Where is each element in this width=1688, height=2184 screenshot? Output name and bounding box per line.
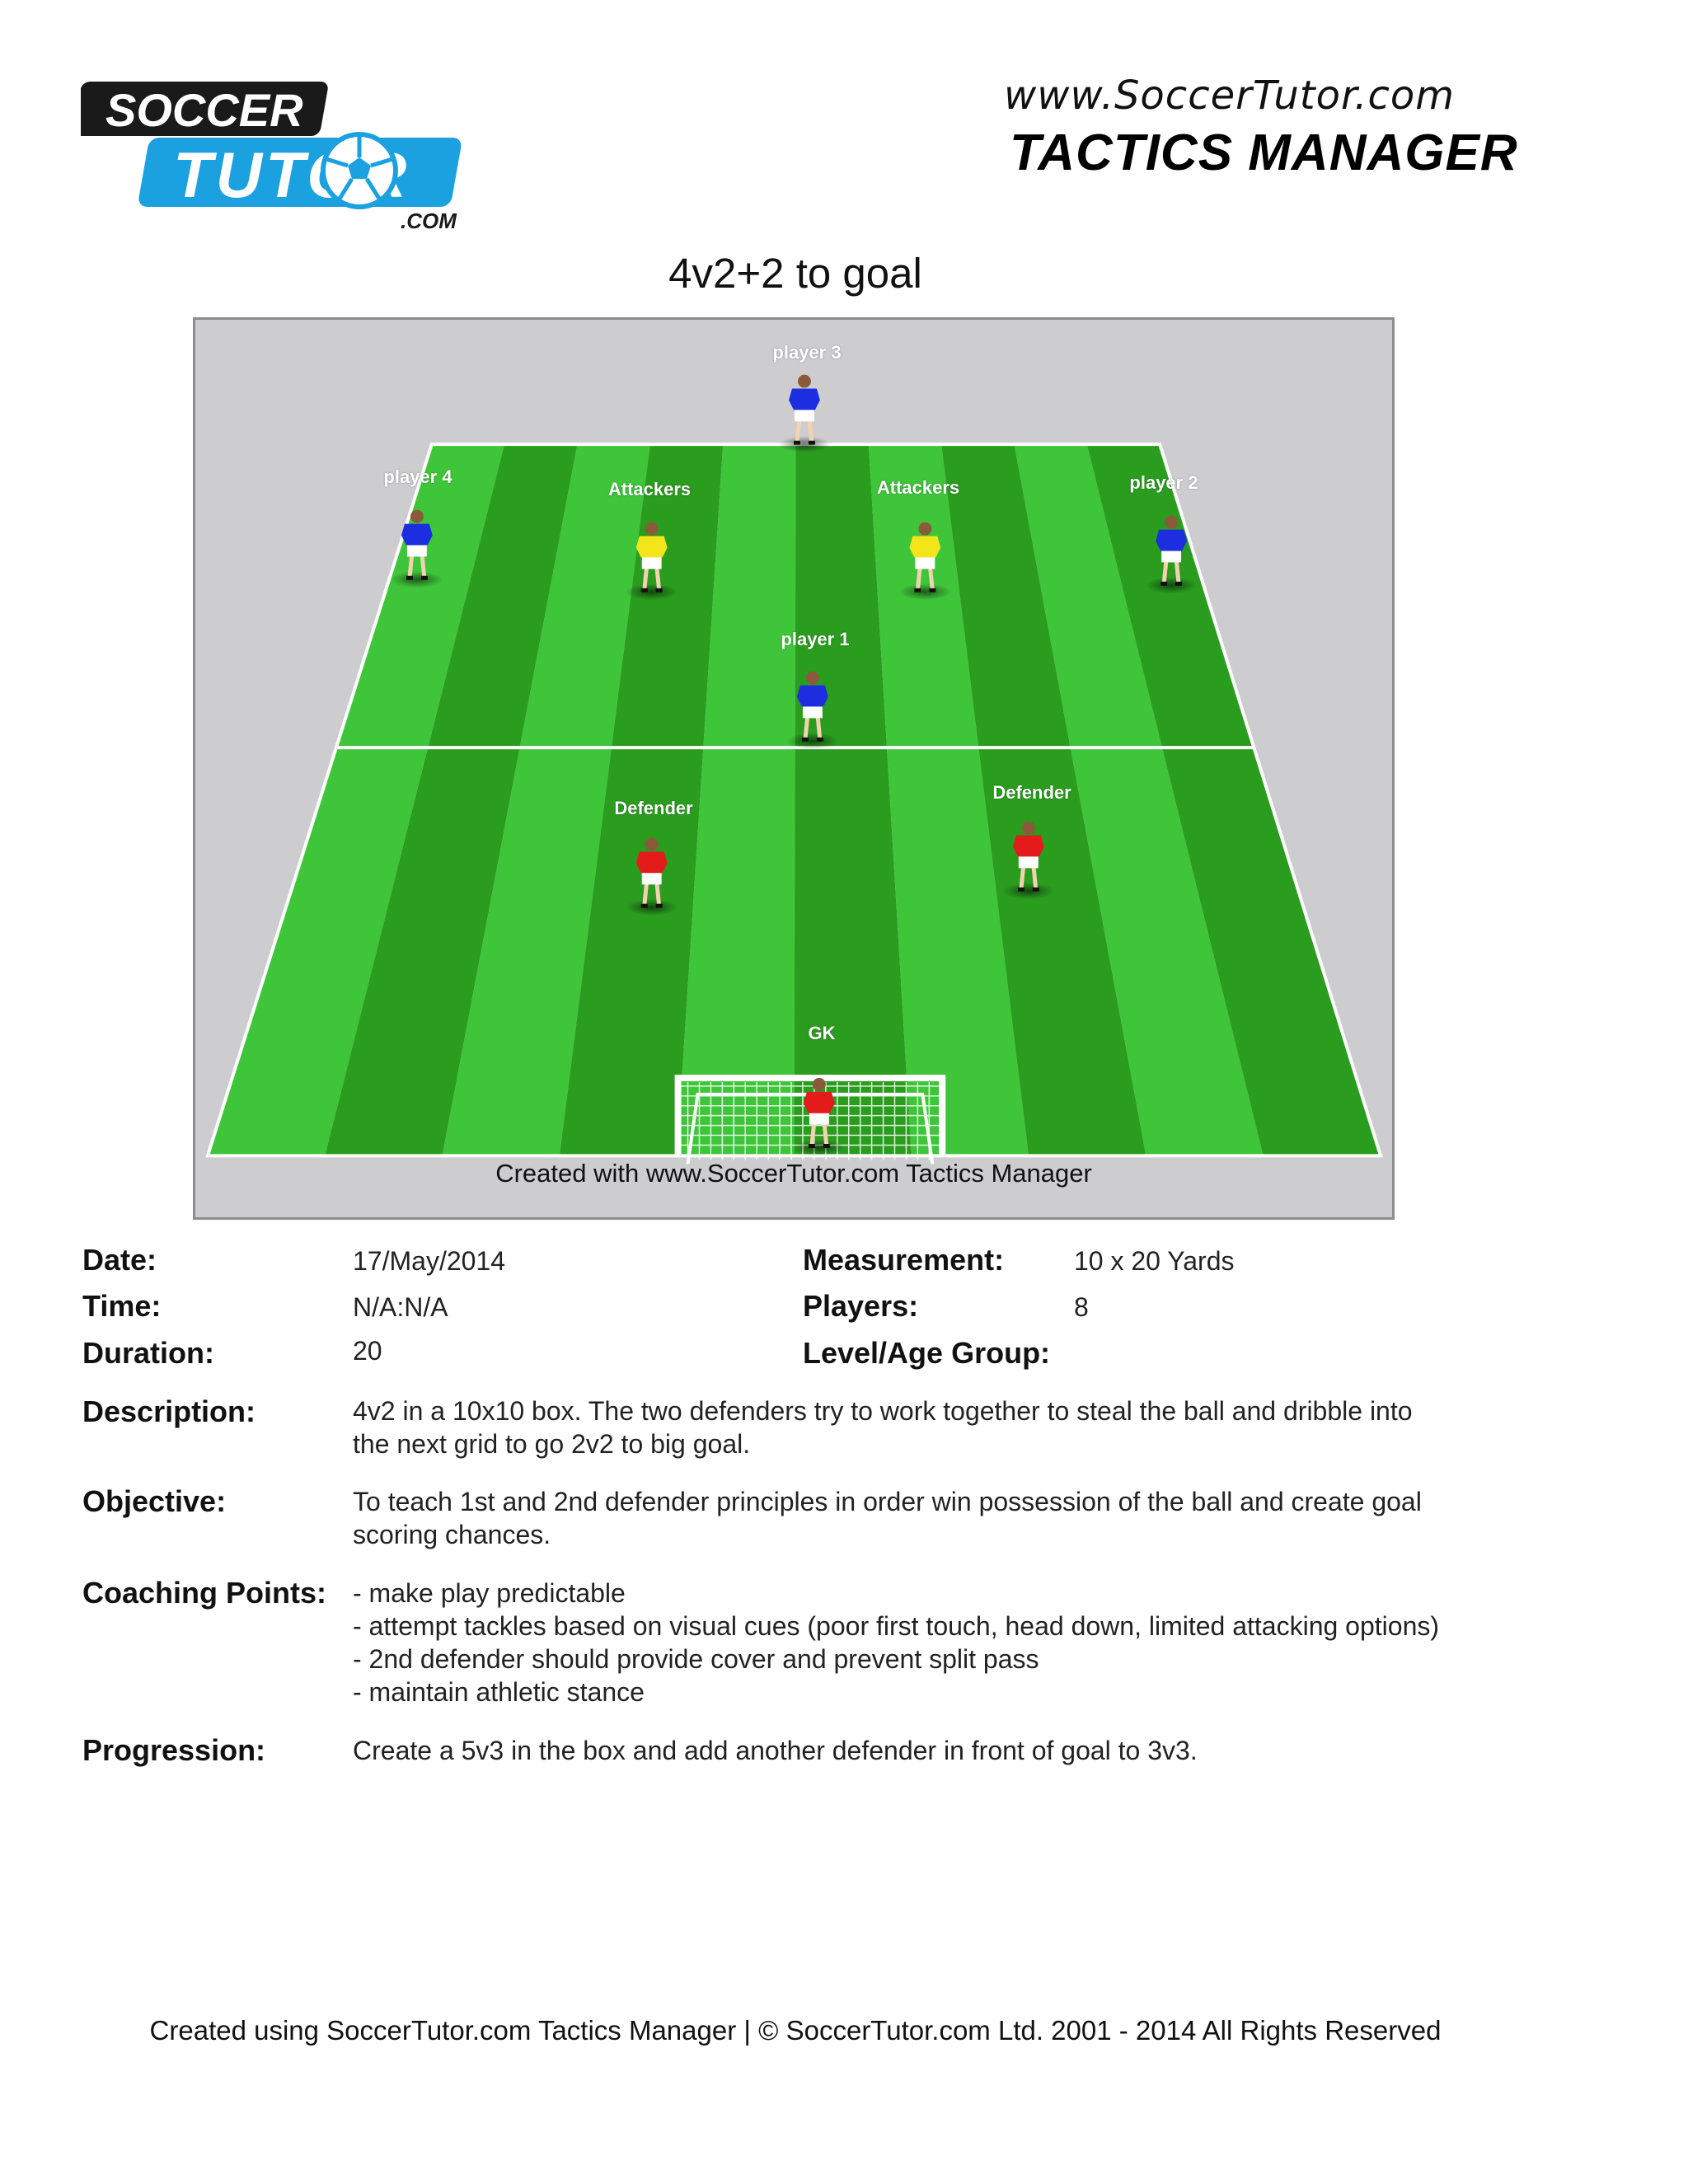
coaching-points-label: Coaching Points: [82,1576,326,1610]
coaching-points-list: - make play predictable - attempt tackle… [353,1577,1439,1708]
objective-line: scoring chances. [353,1520,551,1549]
date-value: 17/May/2014 [353,1246,506,1276]
players-label: Players: [803,1289,919,1323]
time-label: Time: [82,1289,162,1323]
pitch-graphic [205,374,1383,1165]
player-figure-red [1001,821,1055,900]
progression-value: Create a 5v3 in the box and add another … [353,1736,1198,1765]
logo-text-top: SOCCER [106,84,303,136]
level-age-group-label: Level/Age Group: [803,1336,1051,1370]
player-label: player 3 [772,342,842,363]
site-url[interactable]: www.SoccerTutor.com [1004,73,1456,119]
footer-copyright: Created using SoccerTutor.com Tactics Ma… [149,2015,1442,2046]
pitch-diagram: player 3 player 4 Attackers Attackers pl… [193,317,1395,1220]
measurement-value: 10 x 20 Yards [1074,1246,1235,1276]
objective-line: To teach 1st and 2nd defender principles… [353,1487,1422,1516]
player-figure-blue [391,509,443,588]
objective-value: To teach 1st and 2nd defender principles… [353,1485,1422,1551]
player-figure-blue [778,374,831,453]
player-figure-red [793,1077,846,1156]
description-line: the next grid to go 2v2 to big goal. [353,1429,751,1459]
description-line: 4v2 in a 10x10 box. The two defenders tr… [353,1396,1413,1426]
player-label: Defender [992,782,1071,803]
logo-text-suffix: .COM [401,209,457,233]
coaching-point: - 2nd defender should provide cover and … [353,1644,1039,1674]
app-title: TACTICS MANAGER [1010,124,1518,181]
player-figure-blue [1145,515,1198,594]
players-value: 8 [1074,1292,1089,1322]
time-value: N/A:N/A [353,1292,448,1322]
player-label: Attackers [876,477,960,498]
measurement-label: Measurement: [803,1243,1005,1277]
duration-label: Duration: [82,1336,214,1370]
progression-label: Progression: [82,1733,266,1767]
player-label: Defender [614,798,693,818]
soccertutor-logo: SOCCER TUTOR .COM [73,78,476,235]
coaching-point: - maintain athletic stance [353,1677,645,1707]
player-label: player 4 [383,466,452,487]
diagram-watermark: Created with www.SoccerTutor.com Tactics… [495,1159,1092,1188]
coaching-point: - make play predictable [353,1578,626,1608]
player-figure-yellow [898,522,952,601]
soccer-ball-icon [321,132,398,209]
pitch-boundary [205,443,1383,1158]
player-figure-red [625,837,678,916]
date-label: Date: [82,1243,157,1277]
player-figure-blue [786,671,839,750]
player-figure-yellow [625,522,678,601]
player-label: player 1 [781,629,850,649]
player-label: player 2 [1129,472,1198,493]
description-value: 4v2 in a 10x10 box. The two defenders tr… [353,1394,1413,1460]
objective-label: Objective: [82,1484,227,1518]
coaching-point: - attempt tackles based on visual cues (… [353,1611,1440,1641]
pitch-grass [207,444,1381,1156]
description-label: Description: [82,1394,256,1428]
player-label: GK [808,1023,836,1043]
duration-value: 20 [353,1336,382,1366]
player-label: Attackers [607,479,692,499]
session-title: 4v2+2 to goal [668,250,922,297]
